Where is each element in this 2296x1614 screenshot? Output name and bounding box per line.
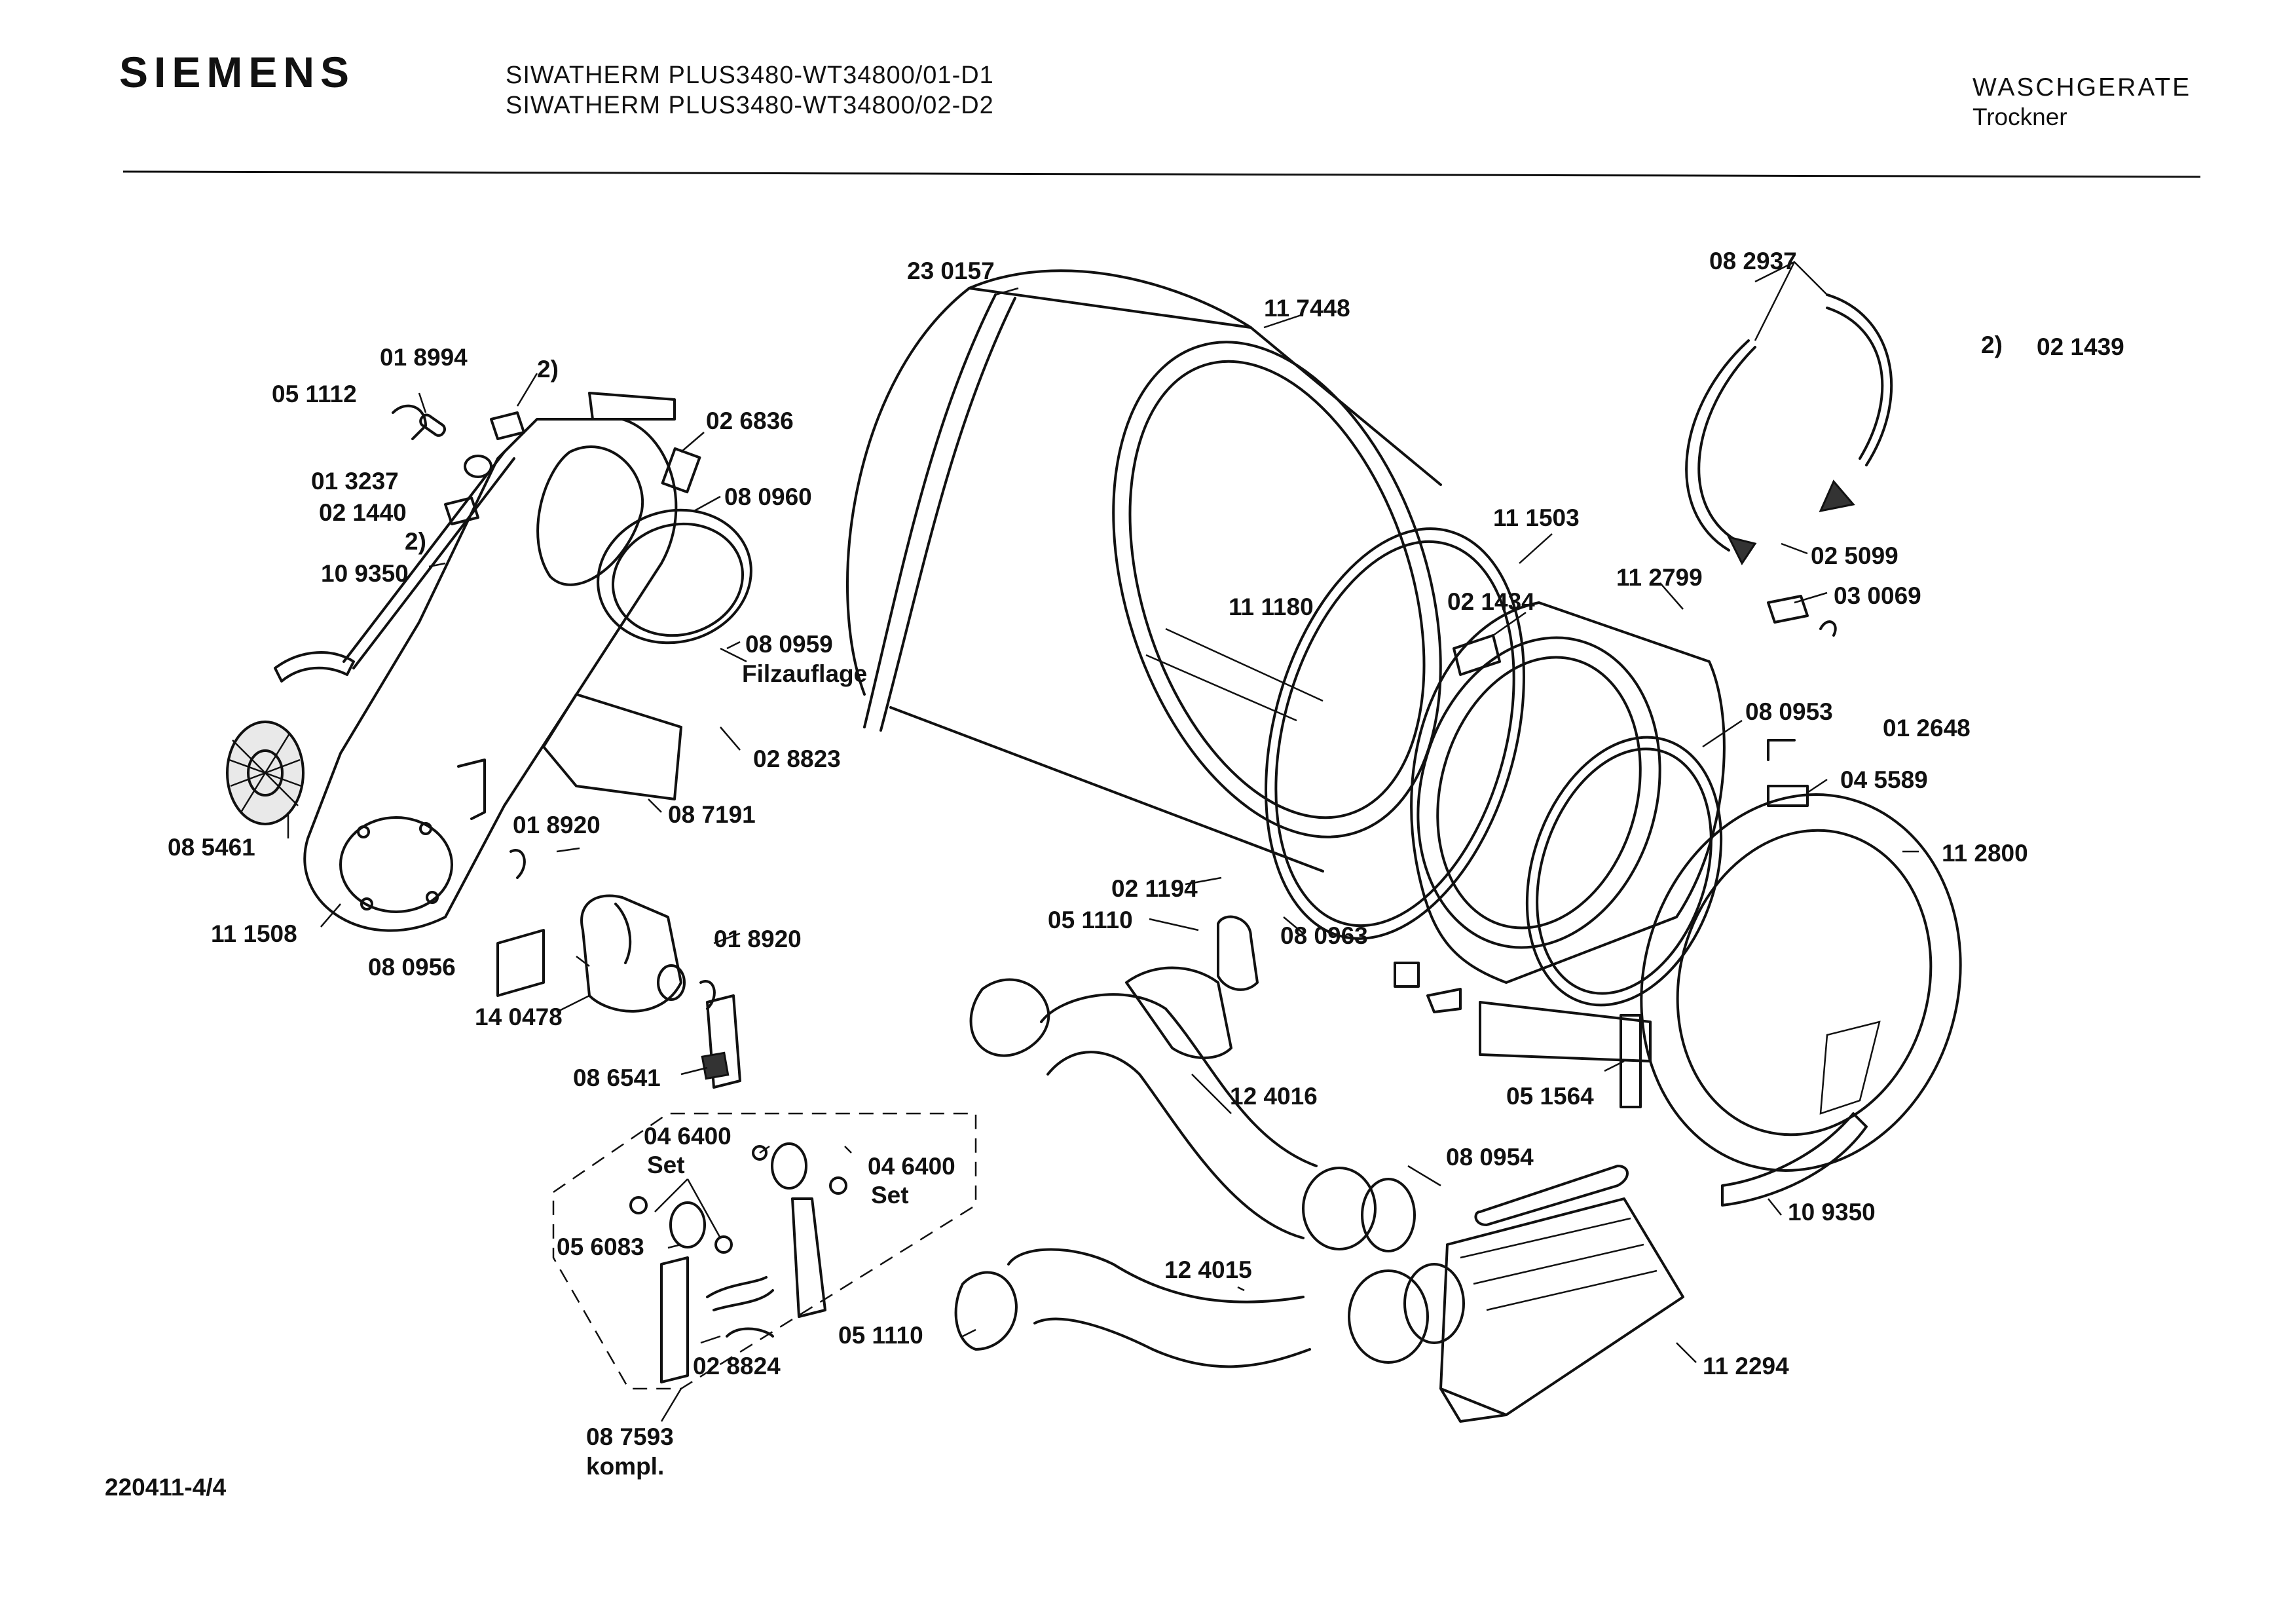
part-label: 02 6836 — [706, 407, 794, 434]
part-label: 08 0959 — [745, 631, 833, 658]
part-label: 05 1564 — [1506, 1083, 1594, 1110]
seal-strip — [863, 293, 1016, 732]
part-label: 01 3237 — [311, 468, 399, 495]
kit-parts — [629, 1142, 847, 1383]
motor — [496, 849, 716, 1013]
part-label: 04 6400 — [868, 1153, 955, 1180]
footnote-marker: 2) — [537, 356, 559, 383]
part-label: 11 7448 — [1264, 295, 1350, 322]
part-label: 11 1508 — [211, 920, 297, 947]
part-label: 05 1110 — [1048, 907, 1133, 933]
kit-boundary — [552, 1112, 977, 1390]
model-title-2: SIWATHERM PLUS3480-WT34800/02-D2 — [506, 92, 994, 119]
header-divider — [122, 170, 2201, 178]
footnote-marker: 2) — [1981, 331, 2003, 358]
part-label: 11 1180 — [1229, 593, 1314, 620]
part-label: 08 7593 — [586, 1423, 674, 1450]
part-label: 12 4016 — [1230, 1083, 1318, 1110]
drive-belt — [343, 451, 515, 669]
part-label: 01 2648 — [1883, 715, 1971, 741]
category-subtitle: Trockner — [1972, 103, 2067, 130]
part-label: 08 0960 — [724, 483, 812, 510]
hose-lower — [1007, 1248, 1465, 1368]
part-label: 11 2294 — [1703, 1353, 1789, 1379]
part-label: 03 0069 — [1834, 582, 1921, 609]
part-label: 10 9350 — [321, 560, 409, 587]
model-title-1: SIWATHERM PLUS3480-WT34800/01-D1 — [506, 62, 994, 89]
kit-set-label: Set — [871, 1182, 909, 1209]
small-parts-right — [1394, 595, 1837, 1108]
part-label: 02 1440 — [319, 499, 407, 526]
part-label: 02 1434 — [1447, 588, 1535, 615]
part-label: 02 5099 — [1811, 542, 1898, 569]
part-label: 11 1503 — [1493, 504, 1580, 531]
leader-lines — [287, 261, 1919, 1422]
part-label: 14 0478 — [475, 1004, 563, 1030]
felt-ring — [597, 508, 752, 645]
category-title: WASCHGERATE — [1972, 73, 2192, 102]
part-label: 11 2800 — [1942, 840, 2028, 867]
hose-upper — [1040, 915, 1416, 1252]
fan-wheel — [226, 721, 305, 825]
filter-seal — [1474, 1165, 1629, 1226]
kit-set-label: Set — [647, 1152, 685, 1178]
part-label: Filzauflage — [742, 660, 868, 687]
hose-flanges — [954, 978, 1050, 1351]
part-label: 08 0953 — [1745, 698, 1833, 725]
arc-segments — [1685, 293, 1893, 565]
brand-logo: SIEMENS — [119, 48, 356, 96]
thermostat — [701, 994, 741, 1089]
part-label: 12 4015 — [1164, 1256, 1252, 1283]
part-label: 08 6541 — [573, 1064, 661, 1091]
part-label: 23 0157 — [907, 257, 995, 284]
part-label: 08 0963 — [1280, 922, 1368, 949]
part-label: 11 2799 — [1616, 564, 1703, 591]
part-label: 05 1112 — [272, 381, 357, 407]
part-label: 10 9350 — [1788, 1199, 1876, 1226]
front-shield — [1410, 601, 1726, 1062]
part-label: 08 0956 — [368, 954, 456, 981]
part-label: 01 8920 — [513, 812, 601, 838]
footnote-marker: 2) — [405, 528, 426, 555]
drum-ring — [1265, 527, 1525, 940]
kit-complete-label: kompl. — [586, 1453, 665, 1480]
part-label: 02 8823 — [753, 745, 841, 772]
part-label: 01 8994 — [380, 344, 468, 371]
gasket-strip-right — [1721, 1112, 1868, 1207]
plate — [542, 693, 682, 800]
part-label: 08 5461 — [168, 834, 255, 861]
part-label: 08 2937 — [1709, 248, 1797, 274]
front-flange — [1640, 793, 1962, 1172]
filter-housing — [1439, 1197, 1684, 1423]
part-label: 02 1194 — [1111, 875, 1198, 902]
part-label: 04 5589 — [1840, 766, 1928, 793]
door-gasket — [1525, 736, 1723, 1007]
part-label: 02 8824 — [693, 1353, 781, 1379]
part-label: 04 6400 — [644, 1123, 731, 1150]
part-label: 05 6083 — [557, 1233, 644, 1260]
document-number: 220411-4/4 — [105, 1474, 227, 1501]
part-label: 08 0954 — [1446, 1144, 1534, 1171]
part-label: 02 1439 — [2037, 333, 2124, 360]
part-label: 05 1110 — [838, 1322, 923, 1349]
clamps-top-left — [274, 404, 701, 683]
part-label: 01 8920 — [714, 926, 802, 952]
part-label: 08 7191 — [668, 801, 756, 828]
drum — [846, 269, 1442, 873]
